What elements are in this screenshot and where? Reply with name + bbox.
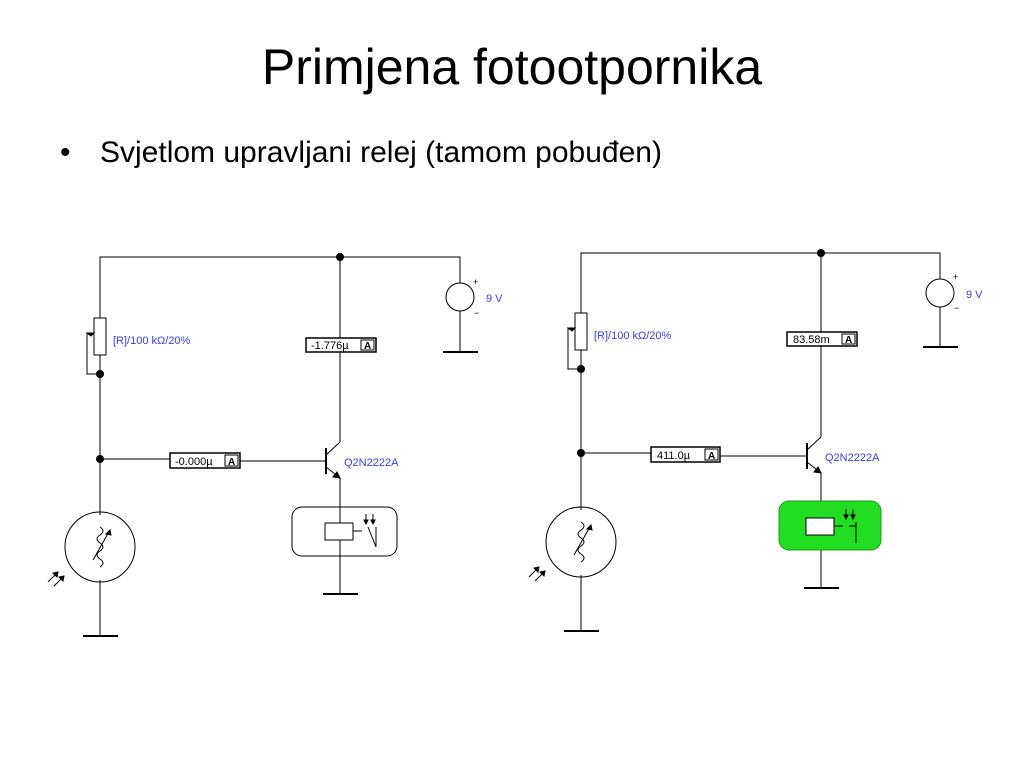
base-meter-value: -0.000µ [175, 456, 213, 468]
source-label: 9 V [486, 293, 503, 305]
transistor-label: Q2N2222A [825, 452, 880, 464]
potentiometer-left [85, 317, 107, 375]
voltage-source-right [925, 278, 955, 308]
relay-left [291, 506, 398, 557]
wires-right [564, 252, 958, 632]
bullet-symbol: • [60, 136, 71, 169]
junction-dot [817, 249, 825, 257]
collector-meter-unit: A [845, 335, 852, 346]
wires-left [83, 256, 478, 637]
collector-meter-value: -1.776µ [311, 340, 349, 352]
minus-sign: − [954, 303, 959, 313]
junction-dot [336, 253, 344, 261]
base-meter-value: 411.0µ [657, 450, 691, 462]
plus-sign: + [473, 277, 478, 287]
photoresistor-right [528, 506, 617, 582]
potentiometer-label: [R]/100 kΩ/20% [113, 335, 191, 347]
bullet-item: • Svjetlom upravljani relej (tamom pobuđ… [60, 136, 662, 170]
minus-sign: − [474, 308, 479, 318]
base-meter-unit: A [228, 457, 235, 468]
relay-right [778, 500, 882, 551]
ammeter-base-left [169, 452, 241, 469]
circuit-right [528, 249, 958, 632]
transistor-label: Q2N2222A [344, 457, 399, 469]
slide-title: Primjena fotootpornika [261, 39, 763, 95]
bullet-text: Svjetlom upravljani relej (tamom pobuđen… [100, 136, 662, 169]
base-meter-unit: A [708, 451, 715, 462]
photoresistor-left [47, 511, 136, 587]
voltage-source-left [445, 282, 475, 312]
transistor-left [325, 441, 341, 479]
ammeter-collector-left [305, 337, 377, 353]
source-label: 9 V [966, 289, 983, 301]
collector-meter-unit: A [364, 341, 371, 352]
junction-dot [96, 455, 104, 463]
ammeter-collector-right [786, 331, 858, 347]
potentiometer-label: [R]/100 kΩ/20% [594, 330, 672, 342]
plus-sign: + [953, 272, 958, 282]
potentiometer-right [566, 312, 588, 370]
junction-dot [577, 449, 585, 457]
ammeter-base-right [650, 446, 721, 463]
transistor-right [806, 436, 822, 474]
collector-meter-value: 83.58m [793, 334, 830, 346]
circuit-left [47, 253, 478, 637]
